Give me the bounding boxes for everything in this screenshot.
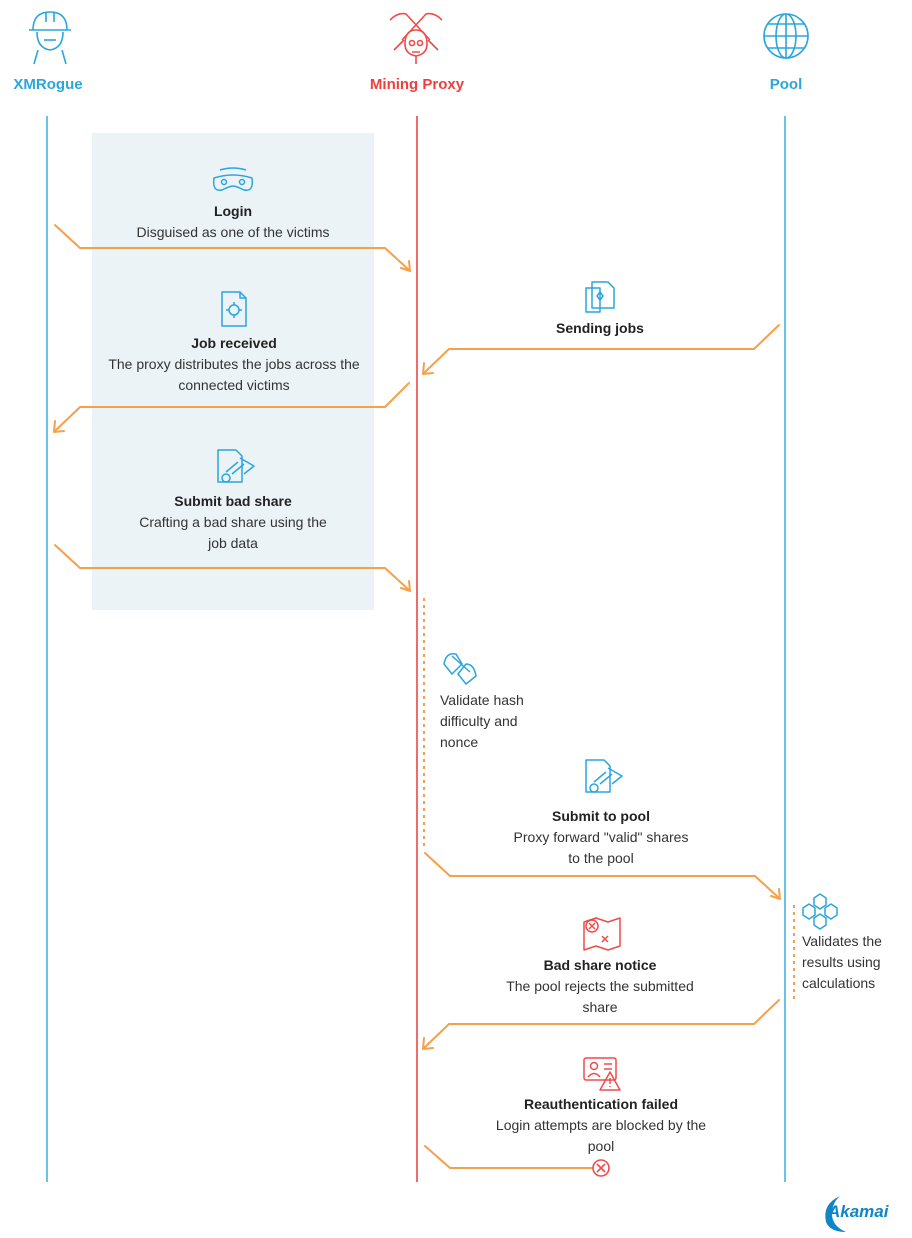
step-desc: Crafting a bad share using the job data — [139, 514, 327, 551]
step-title: Submit bad share — [174, 493, 292, 509]
actor-label-mining-proxy: Mining Proxy — [369, 76, 465, 93]
id-card-warning-icon — [583, 1057, 621, 1091]
step-title: Job received — [191, 335, 277, 351]
xmrogue-highlight-region — [92, 133, 374, 610]
step-reauthentication-failed: Reauthentication failed Login attempts a… — [486, 1094, 716, 1157]
hard-hat-worker-icon — [29, 11, 71, 65]
globe-icon — [763, 13, 809, 59]
arrow-sending-jobs-head — [422, 362, 434, 375]
note-validate-hash: Validate hash difficulty and nonce — [440, 692, 524, 750]
step-title: Login — [213, 203, 253, 219]
step-title: Sending jobs — [556, 320, 644, 336]
step-submit-bad-share: Submit bad share Crafting a bad share us… — [128, 491, 338, 554]
step-desc: The pool rejects the submitted share — [506, 978, 694, 1015]
arrow-bad-share-notice — [423, 999, 780, 1049]
arrow-login-head — [400, 260, 411, 272]
cubes-network-icon — [802, 893, 838, 930]
pickaxes-skull-icon — [389, 12, 443, 64]
arrow-bad-share-notice-head — [422, 1037, 434, 1050]
step-submit-to-pool: Submit to pool Proxy forward "valid" sha… — [506, 806, 696, 869]
step-title: Reauthentication failed — [523, 1096, 679, 1112]
step-desc: Proxy forward "valid" shares to the pool — [513, 829, 689, 866]
mask-icon — [212, 167, 254, 191]
step-desc: The proxy distributes the jobs across th… — [108, 356, 360, 393]
arrow-submit-to-pool — [424, 852, 780, 899]
document-submit-icon — [217, 449, 255, 483]
step-job-received: Job received The proxy distributes the j… — [104, 333, 364, 396]
step-title: Submit to pool — [552, 808, 650, 824]
note-validates-results: Validates the results using calculations — [802, 933, 882, 991]
step-sending-jobs: Sending jobs — [510, 318, 690, 339]
arrow-submit-bad-share — [54, 544, 410, 591]
blocked-x-icon — [592, 1159, 610, 1177]
arrow-job-received — [54, 382, 410, 432]
step-desc: Disguised as one of the victims — [136, 224, 330, 240]
verify-hands-icon — [443, 652, 477, 685]
step-login: Login Disguised as one of the victims — [92, 201, 374, 243]
actor-label-xmrogue: XMRogue — [13, 76, 83, 93]
akamai-logo: Akamai — [828, 1202, 889, 1221]
document-gear-icon — [221, 291, 247, 327]
documents-icon — [585, 281, 615, 313]
step-title: Bad share notice — [543, 957, 657, 973]
akamai-logo-mark — [825, 1196, 846, 1232]
step-bad-share-notice: Bad share notice The pool rejects the su… — [500, 955, 700, 1018]
step-desc: Login attempts are blocked by the pool — [495, 1117, 707, 1154]
arrow-submit-bad-share-head — [400, 580, 411, 592]
actor-label-pool: Pool — [769, 76, 803, 93]
arrow-sending-jobs — [423, 324, 780, 374]
arrow-submit-to-pool-head — [770, 888, 781, 900]
arrow-login — [54, 224, 410, 271]
document-submit-icon — [585, 759, 623, 793]
map-error-icon — [583, 917, 621, 951]
arrow-job-received-head — [53, 420, 65, 433]
arrow-reauth — [424, 1145, 593, 1169]
